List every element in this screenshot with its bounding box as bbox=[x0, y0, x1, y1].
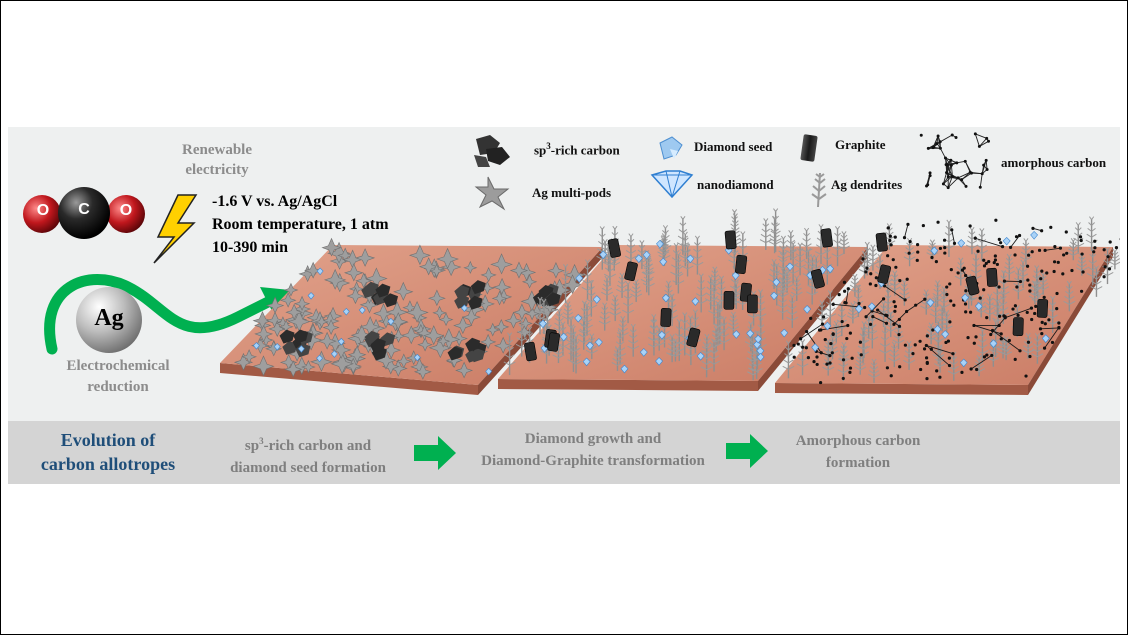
legend-ag-dendrites: Ag dendrites bbox=[831, 177, 903, 192]
frame-top bbox=[0, 0, 1128, 1]
legend-diamond-seed: Diamond seed bbox=[694, 139, 773, 154]
lightning-icon bbox=[153, 194, 198, 264]
graphite-legend-icon bbox=[800, 134, 818, 162]
legend-nanodiamond: nanodiamond bbox=[697, 177, 774, 192]
step-arrow-2 bbox=[726, 434, 768, 468]
oxygen-atom-left bbox=[23, 195, 61, 233]
legend-graphite: Graphite bbox=[835, 137, 886, 152]
legend-ag-multipods: Ag multi-pods bbox=[532, 185, 612, 200]
ag-dendrite-legend-icon bbox=[811, 172, 827, 208]
nanodiamond-legend-icon bbox=[650, 170, 694, 199]
ag-sphere-icon bbox=[76, 287, 142, 353]
substrate-slab-2 bbox=[498, 208, 868, 391]
step-1-text: sp3-rich carbon and diamond seed formati… bbox=[230, 436, 386, 476]
substrate-slab-3 bbox=[775, 216, 1120, 395]
carbon-atom bbox=[58, 187, 110, 239]
green-curved-arrow bbox=[44, 274, 276, 355]
amorphous-carbon-legend-icon bbox=[919, 132, 991, 190]
oxygen-right-label: O bbox=[119, 202, 133, 219]
step-3-text: Amorphous carbon formation bbox=[795, 433, 921, 471]
schematic-graphic bbox=[23, 132, 1120, 395]
frame-left bbox=[0, 0, 1, 635]
diamond-seed-legend-icon bbox=[659, 136, 683, 160]
step-arrow-1 bbox=[414, 436, 456, 470]
condition-temperature: Room temperature, 1 atm bbox=[212, 216, 389, 233]
ag-multipod-legend-icon bbox=[474, 176, 510, 211]
condition-time: 10-390 min bbox=[212, 239, 288, 256]
condition-potential: -1.6 V vs. Ag/AgCl bbox=[212, 193, 338, 210]
renewable-electricity-label: Renewable electricity bbox=[182, 142, 252, 178]
oxygen-atom-right bbox=[107, 195, 145, 233]
ag-label: Ag bbox=[94, 305, 124, 331]
evolution-title: Evolution of carbon allotropes bbox=[40, 430, 176, 474]
sp3-carbon-legend-icon bbox=[474, 135, 510, 167]
step-2-text: Diamond growth and Diamond-Graphite tran… bbox=[481, 431, 705, 469]
legend-sp3-rich-carbon: sp3-rich carbon bbox=[534, 141, 620, 158]
carbon-label: C bbox=[78, 201, 90, 218]
oxygen-left-label: O bbox=[36, 202, 50, 219]
co2-molecule-icon bbox=[23, 187, 145, 239]
legend-amorphous-carbon: amorphous carbon bbox=[1001, 155, 1107, 170]
electrochemical-reduction-label: Electrochemical reduction bbox=[66, 358, 170, 395]
evolution-bar: Evolution of carbon allotropes sp3-rich … bbox=[8, 421, 1120, 484]
